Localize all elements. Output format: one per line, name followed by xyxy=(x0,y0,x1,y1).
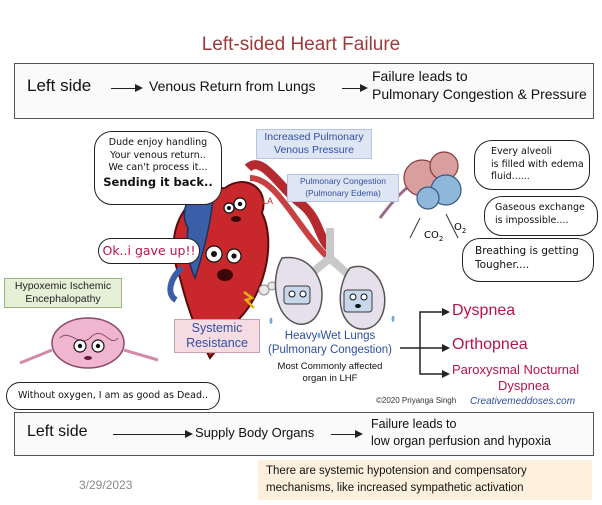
top-left-side-label: Left side xyxy=(27,76,92,95)
alveoli-line1: Every alveoli xyxy=(491,146,553,157)
symptom-orthopnea: Orthopnea xyxy=(452,336,528,353)
co2-label: CO2 xyxy=(424,230,443,243)
encephalopathy-label: Hypoxemic Ischemic Encephalopathy xyxy=(4,278,122,308)
commonly-affected-line2: organ in LHF xyxy=(302,372,358,384)
commonly-affected-line1: Most Commonly affected xyxy=(277,361,383,372)
alveoli-bubble: Every alveoli is filled with edema fluid… xyxy=(474,140,590,190)
note-line1: There are systemic hypotension and compe… xyxy=(266,465,527,477)
heavy-lungs-line1: Heavy Wet Lungs xyxy=(284,330,376,342)
systemic-line1: Systemic xyxy=(191,321,243,335)
heart-vena-cava xyxy=(167,265,185,303)
commonly-affected-label: Most Commonly affected organ in LHF xyxy=(262,361,398,384)
gave-up-text: Ok..i gave up!! xyxy=(102,243,196,258)
symptom-pnd-line1: Paroxysmal Nocturnal xyxy=(452,362,580,377)
heavy-lungs-line2: (Pulmonary Congestion) xyxy=(267,343,392,356)
symptom-arrows xyxy=(400,311,446,375)
brain xyxy=(51,317,125,369)
pulmonary-congestion-label: Pulmonary Congestion (Pulmonary Edema) xyxy=(287,174,399,202)
pulmonary-congestion-line2: (Pulmonary Edema) xyxy=(305,187,381,198)
lv-label: LV xyxy=(252,271,263,281)
o2-sub: 2 xyxy=(461,227,467,235)
symptom-pnd-line2: Dyspnea xyxy=(498,378,550,393)
note-line2: mechanisms, like increased sympathetic a… xyxy=(266,482,524,494)
bottom-left-side-label: Left side xyxy=(27,423,88,440)
la-label: LA xyxy=(262,196,274,206)
alveoli-line2: is filled with edema xyxy=(491,158,584,170)
breathing-line1: Breathing is getting xyxy=(475,245,579,257)
heart-bubble-line2: Your venous return.. xyxy=(110,149,206,161)
breathing-line2: Tougher.... xyxy=(475,259,530,271)
website-text: Creativemeddoses.com xyxy=(470,396,576,407)
credit-text: ©2020 Priyanga Singh xyxy=(376,396,457,405)
co2-text: CO xyxy=(424,230,439,241)
heart-speech-bubble: Dude enjoy handling Your venous return..… xyxy=(94,131,222,205)
symptom-dyspnea: Dyspnea xyxy=(452,302,516,319)
bottom-arrow-1 xyxy=(113,429,193,438)
heavy-lungs-label: Heavy Wet Lungs (Pulmonary Congestion) xyxy=(262,330,398,357)
heart-bubble-line4: Sending it back.. xyxy=(103,174,213,189)
speaker-note-box: There are systemic hypotension and compe… xyxy=(258,460,592,500)
bottom-arrow-2 xyxy=(331,429,363,438)
gas-exchange-line1: Gaseous exchange xyxy=(495,202,585,213)
increased-pressure-line1: Increased Pulmonary xyxy=(264,131,364,143)
encephalopathy-line1: Hypoxemic Ischemic xyxy=(14,280,112,292)
slide-title: Left-sided Heart Failure xyxy=(201,34,401,55)
top-flow-box: Left side Venous Return from Lungs Failu… xyxy=(14,63,594,119)
o2-text: O xyxy=(454,222,462,233)
pulmonary-vessel-upper xyxy=(244,160,334,252)
bottom-failure-line2: low organ perfusion and hypoxia xyxy=(371,434,551,448)
increased-pressure-label: Increased Pulmonary Venous Pressure xyxy=(256,129,372,159)
breathing-bubble: Breathing is getting Tougher.... xyxy=(462,238,594,282)
pulmonary-congestion-line1: Pulmonary Congestion xyxy=(300,176,386,186)
increased-pressure-line2: Venous Pressure xyxy=(274,143,354,156)
gas-exchange-bubble: Gaseous exchange is impossible.... xyxy=(484,196,598,236)
top-failure-line1: Failure leads to xyxy=(372,68,468,84)
brain-speech-bubble: Without oxygen, I am as good as Dead.. xyxy=(6,382,220,410)
bottom-failure-line1: Failure leads to xyxy=(371,417,457,431)
o2-label: O2 xyxy=(454,222,466,235)
gave-up-bubble: Ok..i gave up!! xyxy=(98,238,200,264)
encephalopathy-line2: Encephalopathy xyxy=(25,293,101,305)
alveoli-line3: fluid...... xyxy=(491,171,530,182)
bottom-flow-box: Left side Supply Body Organs Failure lea… xyxy=(14,412,594,456)
heart-bubble-line1: Dude enjoy handling xyxy=(108,137,208,148)
bottom-supply-label: Supply Body Organs xyxy=(195,425,315,440)
systemic-resistance-label: Systemic Resistance xyxy=(174,319,260,353)
heart-bubble-line3: We can't process it... xyxy=(108,162,208,173)
brain-bubble-text: Without oxygen, I am as good as Dead.. xyxy=(17,390,209,401)
top-failure-line2: Pulmonary Congestion & Pressure xyxy=(372,86,587,102)
systemic-line2: Resistance xyxy=(186,336,248,350)
top-arrow-1 xyxy=(111,83,143,92)
lightning-icon xyxy=(243,291,255,309)
co2-sub: 2 xyxy=(438,235,444,243)
top-arrow-2 xyxy=(342,83,368,92)
gas-exchange-line2: is impossible.... xyxy=(495,214,569,226)
slide-date: 3/29/2023 xyxy=(79,478,133,492)
top-venous-return-label: Venous Return from Lungs xyxy=(149,78,316,94)
